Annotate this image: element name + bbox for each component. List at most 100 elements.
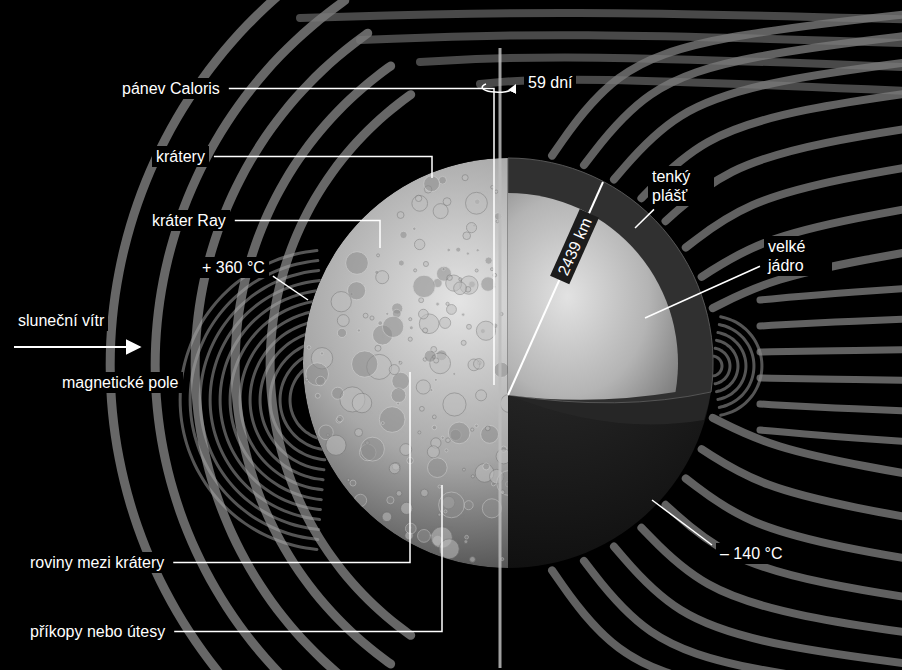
crater [332, 387, 344, 399]
part-label: roviny mezi krátery [26, 552, 168, 573]
crater [447, 304, 457, 314]
crater [421, 489, 429, 497]
crater [462, 313, 465, 316]
crater [424, 176, 440, 192]
crater [389, 365, 399, 375]
crater [363, 313, 368, 318]
crater [408, 337, 412, 341]
crater [386, 312, 389, 315]
field-line [760, 404, 902, 412]
crater [418, 431, 421, 434]
thin-mantle [508, 158, 713, 403]
crater [466, 252, 469, 255]
crater [399, 361, 402, 364]
crater [361, 437, 385, 461]
crater [467, 324, 472, 329]
part-label: velké jádro [764, 236, 832, 276]
field-line [584, 33, 902, 165]
field-line [760, 378, 902, 381]
crater [462, 175, 468, 181]
crater [445, 449, 448, 452]
crater [409, 318, 412, 321]
field-line [200, 270, 319, 529]
field-line [300, 13, 902, 20]
crater [465, 535, 469, 539]
crater [413, 275, 435, 297]
crater [418, 529, 431, 542]
crater [326, 435, 346, 455]
crater [434, 378, 437, 381]
crater [474, 359, 485, 370]
crater [416, 380, 430, 394]
crater [306, 363, 329, 386]
night-side [303, 158, 713, 568]
field-line [220, 290, 320, 509]
crater [447, 248, 451, 252]
field-line [714, 356, 722, 376]
crater [436, 302, 440, 306]
crater [465, 192, 487, 214]
crater [438, 513, 441, 516]
field-line [717, 340, 738, 391]
crater [398, 360, 401, 363]
crater [355, 429, 363, 437]
field-line [180, 251, 317, 550]
crater [413, 227, 416, 230]
crater [419, 406, 424, 411]
crater [432, 425, 437, 430]
crater [412, 196, 428, 212]
crater [415, 195, 421, 201]
field-line [760, 430, 902, 443]
crater [475, 269, 478, 272]
crater [401, 502, 413, 514]
field-line [666, 505, 902, 601]
crater [382, 316, 403, 337]
crater [424, 350, 436, 362]
part-label: kráter Ray [148, 210, 230, 231]
field-line [190, 261, 318, 540]
crater [490, 268, 493, 271]
crater [470, 557, 476, 563]
crater [397, 402, 400, 405]
craters [305, 175, 521, 563]
crater [448, 422, 470, 444]
crater [337, 328, 346, 337]
crater [352, 351, 378, 377]
crater [387, 497, 394, 504]
crater [331, 292, 351, 312]
crater [375, 345, 381, 351]
dimension-label: 2439 km [550, 208, 599, 284]
crater [476, 321, 495, 340]
axis-line [499, 48, 502, 668]
magnetic-field-lines [110, 0, 902, 670]
crater [352, 393, 372, 413]
crater [357, 329, 360, 332]
crater [441, 436, 444, 439]
leader-line [235, 221, 380, 248]
crater [462, 468, 465, 471]
rotation-axis [482, 48, 514, 668]
crater [456, 247, 461, 252]
crater [466, 223, 476, 233]
crater [443, 393, 466, 416]
leader-line [173, 372, 410, 563]
part-label: krátery [152, 146, 209, 167]
field-line [552, 570, 902, 670]
crater [315, 393, 320, 398]
crater [439, 317, 450, 328]
crater [423, 328, 428, 333]
crater [305, 378, 308, 381]
leader-line [652, 500, 712, 545]
crater [485, 257, 492, 264]
crater [481, 425, 499, 443]
field-line [718, 333, 746, 400]
crater [389, 463, 400, 474]
crater [447, 275, 452, 280]
crater [316, 376, 325, 385]
part-label: tenký plášť [648, 166, 714, 206]
crater [370, 316, 374, 320]
crater [409, 326, 413, 330]
cratered-surface [303, 158, 713, 568]
